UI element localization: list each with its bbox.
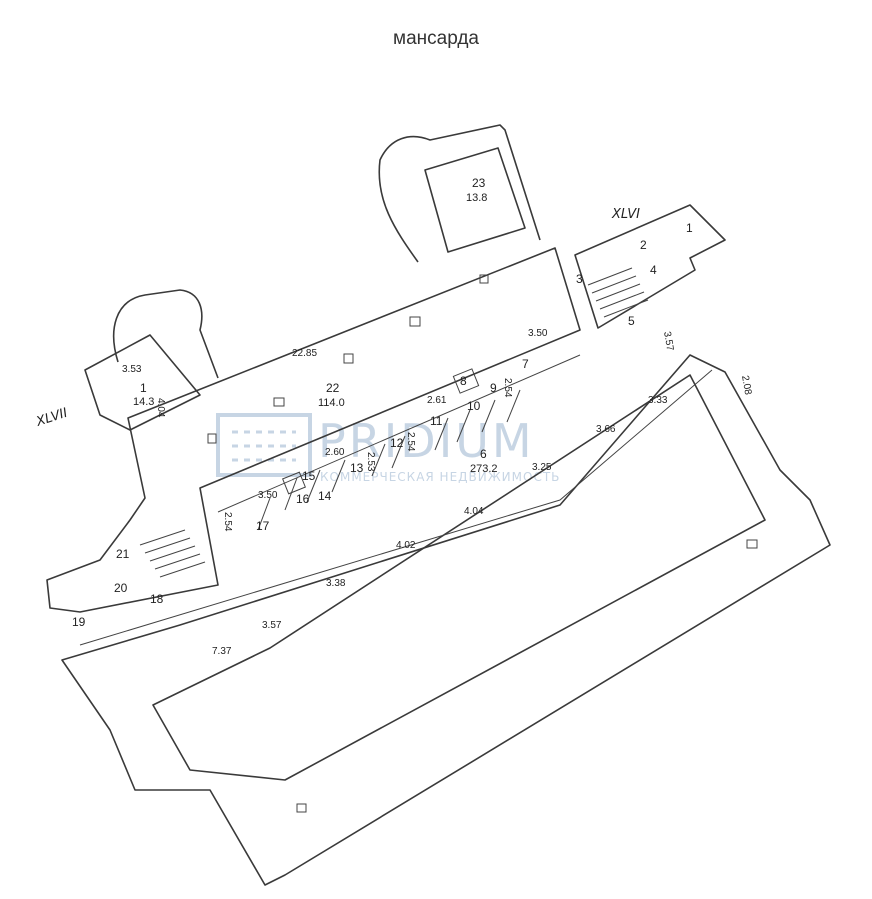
dimension: 2.61 <box>427 395 447 406</box>
room-number: 8 <box>460 374 467 388</box>
room-number: 18 <box>150 592 164 606</box>
room-number: 19 <box>72 615 86 629</box>
axis-label-xlvii: XLVII <box>34 406 70 430</box>
dimension: 3.53 <box>122 364 142 375</box>
room-area: 13.8 <box>466 192 487 204</box>
dimension: 3.57 <box>262 620 282 631</box>
room-number: 22 <box>326 381 340 395</box>
stairs-left <box>139 529 206 578</box>
outer-walls <box>46 124 831 886</box>
dimension: 3.50 <box>528 328 548 339</box>
dimension: 2.53 <box>365 452 376 472</box>
dimension: 2.54 <box>405 432 416 452</box>
stairs-right <box>587 267 649 318</box>
plan-title: мансарда <box>393 28 479 49</box>
room-number: 7 <box>522 357 529 371</box>
room-area: 14.3 <box>133 396 154 408</box>
room-number: 10 <box>467 399 481 413</box>
room-area: 273.2 <box>470 463 498 475</box>
axis-label-xlvi: XLVI <box>611 207 640 222</box>
room-number: 4 <box>650 263 657 277</box>
dimension: 22.85 <box>292 348 317 359</box>
dimension: 4.02 <box>396 540 416 551</box>
room-number: 3 <box>576 272 583 286</box>
room-number: 13 <box>350 461 364 475</box>
room-number: 11 <box>430 414 443 428</box>
room-number: 12 <box>390 436 404 450</box>
room-number: 16 <box>296 492 310 506</box>
room-labels: 1 2 3 4 5 6 273.2 7 8 9 10 11 12 13 14 1… <box>72 176 693 629</box>
room-number: 2 <box>640 238 647 252</box>
dimension: 3.38 <box>326 578 346 589</box>
watermark: PRIDIUM КОММЕРЧЕСКАЯ НЕДВИЖИМОСТЬ <box>216 413 560 484</box>
dimension: 7.37 <box>212 646 232 657</box>
dimension: 2.08 <box>739 375 753 397</box>
dimension: 2.54 <box>222 512 233 532</box>
room-number: 14 <box>318 489 332 503</box>
dimension: 2.60 <box>325 447 345 458</box>
dimension-labels: 22.85 3.53 4.04 3.50 2.54 2.61 2.54 2.60… <box>122 328 753 657</box>
room-area: 114.0 <box>318 397 345 409</box>
room-number: 20 <box>114 581 128 595</box>
room-number: 23 <box>472 176 486 190</box>
dimension: 3.25 <box>532 462 552 473</box>
dimension: 3.33 <box>648 395 668 406</box>
dimension: 3.50 <box>258 490 278 501</box>
room-number: 17 <box>256 519 270 533</box>
room-number: 21 <box>116 547 130 561</box>
room-number: 5 <box>628 314 635 328</box>
room-number: 6 <box>480 447 487 461</box>
dimension: 4.04 <box>155 398 166 418</box>
room-number: 1 <box>686 221 693 235</box>
watermark-tagline: КОММЕРЧЕСКАЯ НЕДВИЖИМОСТЬ <box>320 470 560 484</box>
room-number: 1 <box>140 381 147 395</box>
room-number: 15 <box>302 469 316 483</box>
dimension: 4.04 <box>464 506 484 517</box>
dimension: 3.66 <box>596 424 616 435</box>
watermark-name: PRIDIUM <box>318 414 535 468</box>
dimension: 2.54 <box>502 378 513 398</box>
room-number: 9 <box>490 381 497 395</box>
dimension: 3.57 <box>661 331 675 353</box>
partitions <box>139 267 758 813</box>
